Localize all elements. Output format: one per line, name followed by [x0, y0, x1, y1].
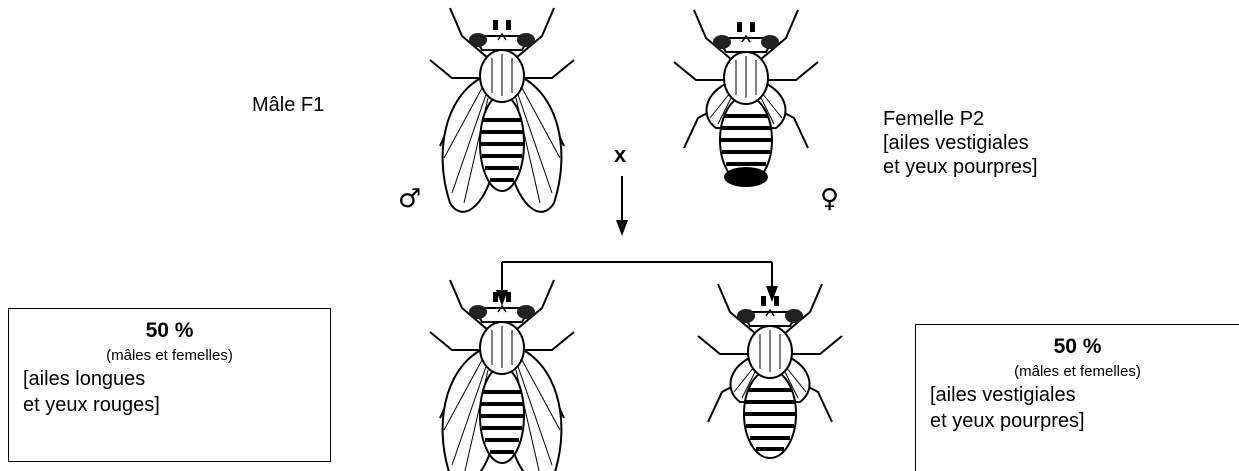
male-symbol-icon: ♂	[398, 186, 421, 212]
offspring-right-percent: 50 %	[930, 335, 1225, 359]
branch-arrows-icon	[496, 262, 778, 306]
offspring-left-sex: (mâles et femelles)	[23, 347, 316, 364]
offspring-left-phenotype-line1: [ailes longues	[23, 366, 316, 392]
male-f1-label: Mâle F1	[252, 93, 324, 117]
female-symbol-icon: ♀	[820, 186, 839, 212]
offspring-long-wings-fly-icon	[430, 280, 574, 471]
offspring-right-sex: (mâles et femelles)	[930, 363, 1225, 380]
offspring-left-phenotype-line2: et yeux rouges]	[23, 392, 316, 418]
female-p2-title: Femelle P2	[883, 107, 1038, 131]
offspring-vestigial-wings-fly-icon	[698, 284, 842, 458]
male-f1-fly-icon	[430, 8, 574, 212]
offspring-left-percent: 50 %	[23, 319, 316, 343]
offspring-right-phenotype-line2: et yeux pourpres]	[930, 408, 1225, 434]
female-p2-phenotype-line2: et yeux pourpres]	[883, 155, 1038, 179]
female-p2-phenotype-line1: [ailes vestigiales	[883, 131, 1038, 155]
offspring-left-box: 50 % (mâles et femelles) [ailes longues …	[8, 308, 331, 462]
cross-arrow-icon	[616, 176, 628, 236]
cross-symbol: x	[614, 142, 626, 168]
female-p2-fly-icon	[674, 10, 818, 187]
offspring-right-phenotype-line1: [ailes vestigiales	[930, 382, 1225, 408]
female-p2-label: Femelle P2 [ailes vestigiales et yeux po…	[883, 107, 1038, 179]
offspring-right-box: 50 % (mâles et femelles) [ailes vestigia…	[915, 324, 1239, 471]
